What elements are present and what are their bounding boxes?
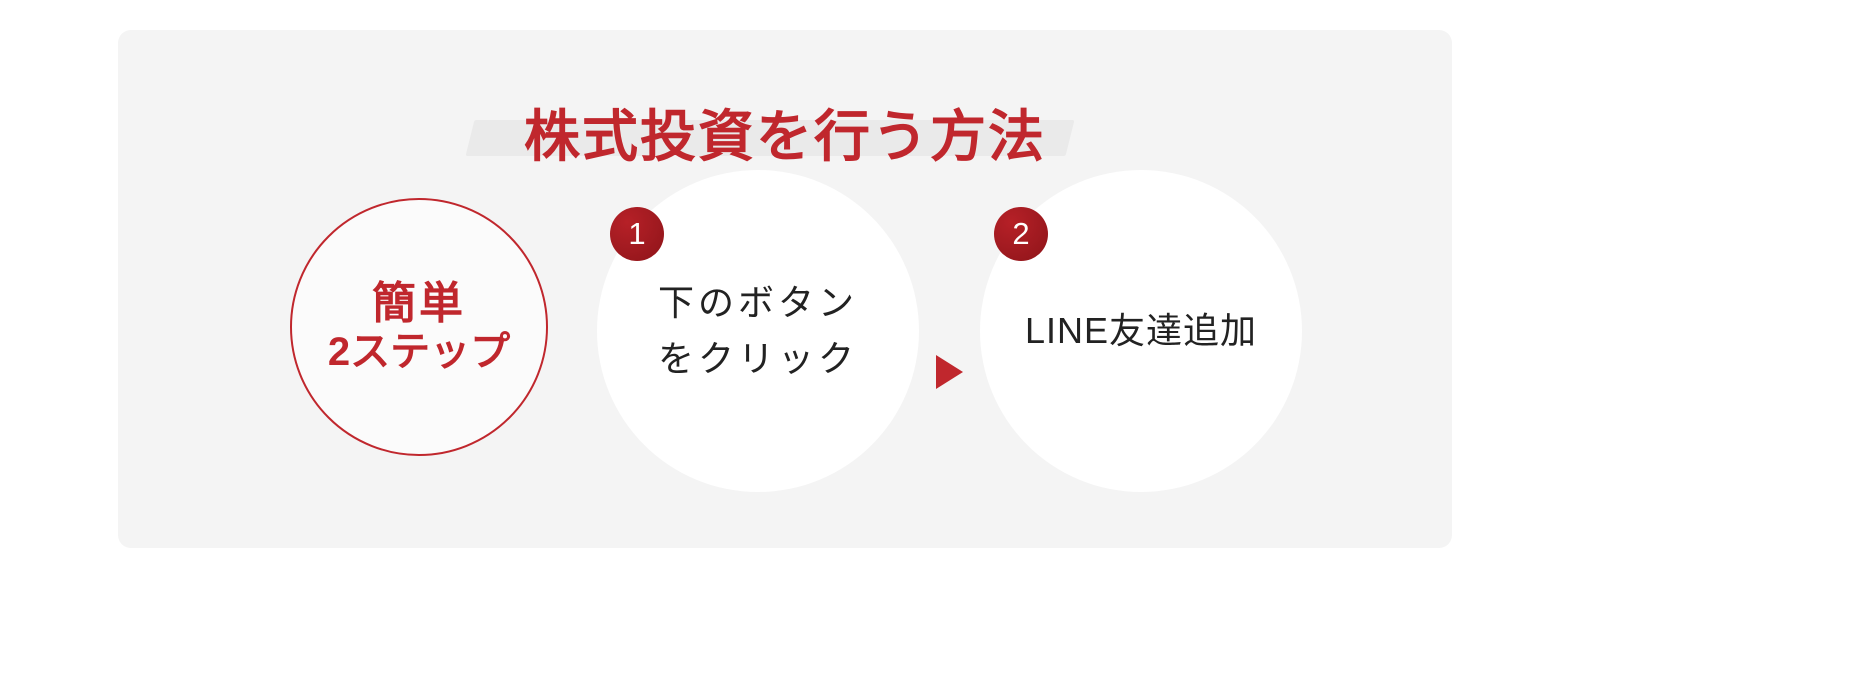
steps-row: 簡単 2ステップ 下のボタン をクリック 1 LINE友達追加 2	[118, 170, 1452, 510]
easy-steps-badge: 簡単 2ステップ	[290, 198, 548, 456]
step-1-number-badge: 1	[610, 207, 664, 261]
easy-steps-label-line2: 2ステップ	[327, 329, 511, 374]
step-2-number: 2	[1012, 215, 1030, 251]
step-1-text: 下のボタン をクリック	[657, 282, 858, 379]
step-2-text: LINE友達追加	[1024, 310, 1258, 352]
triangle-right-icon	[936, 355, 963, 389]
promo-panel: 株式投資を行う方法 簡単 2ステップ 下のボタン をクリック 1 LINE友達追…	[118, 30, 1452, 548]
page-title: 株式投資を行う方法	[524, 105, 1046, 168]
step-1-number: 1	[628, 215, 646, 251]
step-2-number-badge: 2	[994, 207, 1048, 261]
easy-steps-label-line1: 簡単	[372, 279, 466, 329]
panel-title-block: 株式投資を行う方法	[118, 92, 1452, 182]
